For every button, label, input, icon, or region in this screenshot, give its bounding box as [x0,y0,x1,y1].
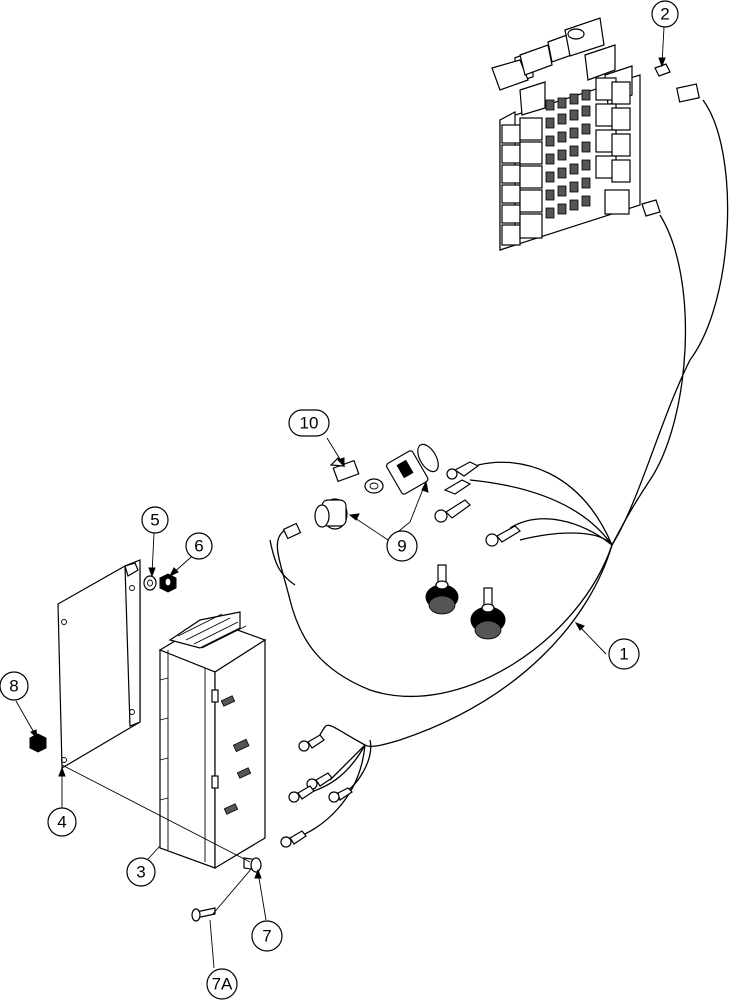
callout-10: 10 [288,409,330,437]
fuse-relay-panel [491,17,641,251]
nut-part-6 [159,573,177,593]
fuse-grid [545,89,591,219]
svg-text:7A: 7A [212,975,233,994]
svg-text:6: 6 [194,537,203,556]
module-housing-part-3 [158,611,267,870]
callout-7: 7 [251,920,283,952]
svg-text:3: 3 [136,863,145,882]
power-socket-part-9 [314,443,439,530]
harness-plug [269,522,302,586]
callout-8: 8 [0,671,29,701]
svg-text:10: 10 [300,414,319,433]
connector-part-2 [641,63,700,217]
relay-column-right [595,77,631,215]
wiring-harness [276,99,729,747]
callout-leaders [15,26,666,969]
callout-2: 2 [651,0,679,28]
callout-4: 4 [47,807,77,837]
relay-column-left [501,117,543,246]
svg-text:4: 4 [57,813,66,832]
nut-part-8 [29,733,47,753]
ring-terminals-lower [280,724,372,848]
fuse-part-10 [329,457,360,483]
assembly-line [61,764,251,863]
svg-text:2: 2 [660,5,669,24]
mounting-plate-part-4 [57,559,141,770]
svg-text:5: 5 [150,511,159,530]
svg-text:7: 7 [262,927,271,946]
washer-part-5 [143,575,157,591]
callout-5: 5 [141,506,169,534]
callout-9: 9 [386,530,418,562]
svg-text:8: 8 [9,677,18,696]
callout-1: 1 [608,638,640,670]
svg-text:9: 9 [397,537,406,556]
screw-part-7a [191,907,216,922]
callout-6: 6 [185,532,213,560]
callout-3: 3 [126,857,156,887]
rotary-switch-1 [425,564,459,615]
svg-text:1: 1 [619,645,628,664]
callout-7a: 7A [206,968,238,1000]
ring-terminals-upper [434,461,521,547]
screw-part-7 [243,857,262,873]
rotary-switch-2 [470,587,506,640]
